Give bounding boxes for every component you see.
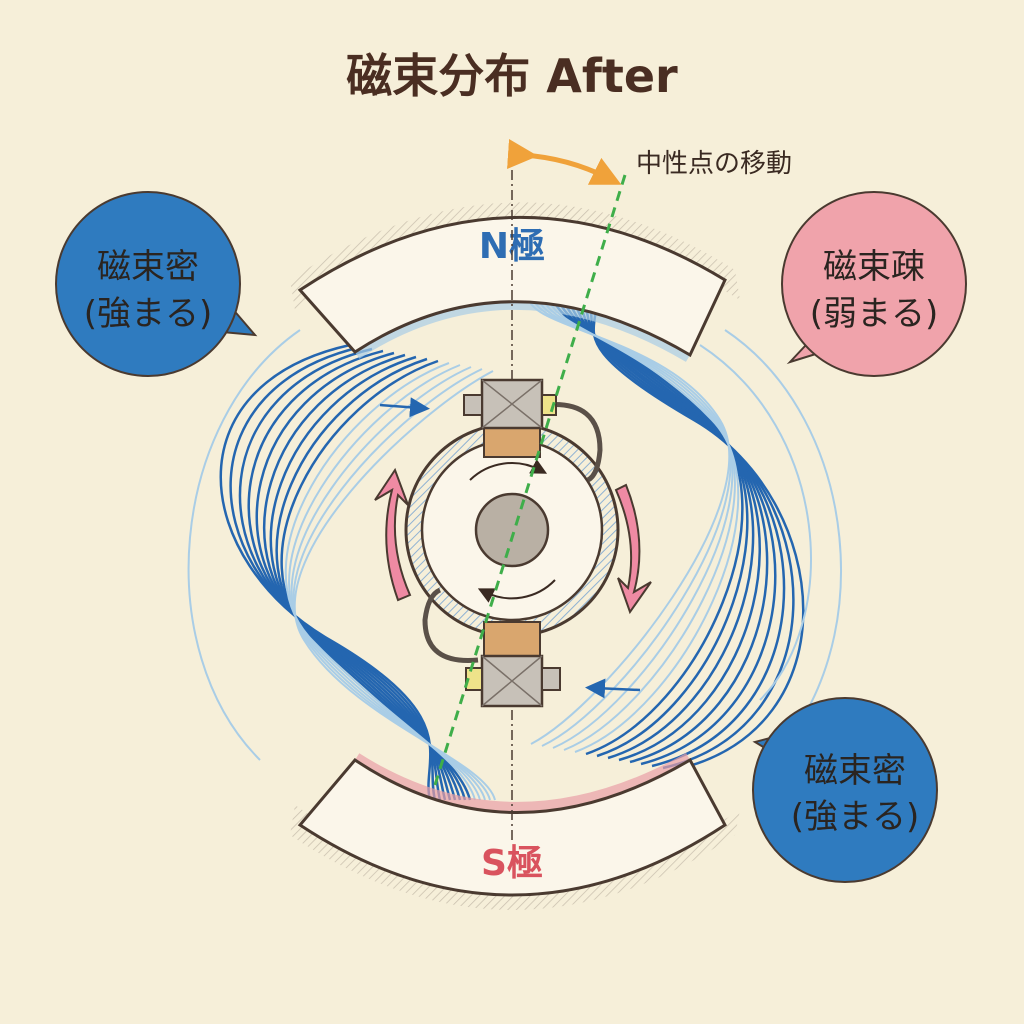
field-line bbox=[187, 329, 301, 761]
armature bbox=[404, 422, 620, 638]
field-line bbox=[293, 370, 496, 801]
bubble-title: 磁束密 bbox=[804, 751, 906, 791]
bubble-dense-bottom-right: 磁束密 (強まる) bbox=[752, 697, 938, 883]
n-pole-shadow bbox=[290, 202, 740, 310]
rotation-arrow-inner-bottom bbox=[477, 579, 556, 603]
shaft bbox=[474, 492, 550, 568]
s-pole-label: S極 bbox=[481, 843, 543, 884]
rotation-arrow-right bbox=[614, 483, 652, 615]
field-line bbox=[585, 678, 641, 699]
field-line bbox=[699, 344, 812, 701]
neutral-shift-arrow bbox=[507, 139, 622, 185]
bubble-title: 磁束密 bbox=[97, 247, 199, 287]
s-pole bbox=[297, 757, 727, 897]
bottom-brush bbox=[422, 587, 561, 708]
field-line bbox=[379, 397, 430, 418]
rotation-arrow-inner-top bbox=[469, 459, 548, 481]
bubble-subtitle: (弱まる) bbox=[810, 294, 939, 334]
bubble-subtitle: (強まる) bbox=[791, 797, 920, 837]
title: 磁束分布 After bbox=[346, 49, 678, 103]
bubble-dense-top-left: 磁束密 (強まる) bbox=[55, 191, 258, 377]
bubble-subtitle: (強まる) bbox=[84, 294, 213, 334]
s-pole-shadow bbox=[290, 805, 740, 910]
bubble-sparse-top-right: 磁束疎 (弱まる) bbox=[781, 191, 967, 377]
n-pole bbox=[297, 216, 727, 358]
rotation-arrow-left bbox=[374, 467, 412, 602]
top-brush bbox=[463, 378, 603, 483]
bubble-title: 磁束疎 bbox=[823, 247, 925, 287]
shifted-neutral-line bbox=[433, 174, 627, 786]
magnetic-field-lines bbox=[187, 299, 842, 801]
neutral-shift-label: 中性点の移動 bbox=[636, 149, 792, 179]
